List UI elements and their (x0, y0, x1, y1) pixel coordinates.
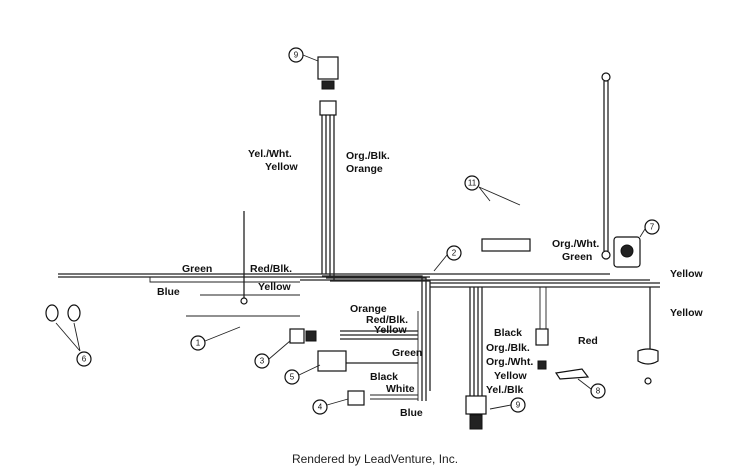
label-white-mid: White (386, 383, 415, 395)
callout-3: 3 (260, 357, 265, 366)
callout-7: 7 (650, 223, 655, 232)
label-blue-bottom: Blue (400, 407, 423, 419)
label-green-mid: Green (392, 347, 422, 359)
label-red-right: Red (578, 335, 598, 347)
right-cable (601, 72, 611, 260)
connector-4 (347, 390, 365, 406)
right-harness (469, 287, 483, 411)
label-red-blk-mid: Red/Blk. (366, 314, 408, 326)
label-green-right: Green (562, 251, 592, 263)
vertical-harness (321, 111, 431, 401)
label-yellow-mid2: Yellow (374, 324, 408, 336)
top-connector (317, 56, 339, 116)
label-yellow-right-bottom: Yellow (670, 307, 704, 319)
callout-4: 4 (318, 403, 323, 412)
label-org-wht-low: Org./Wht. (486, 356, 533, 368)
callout-9-bottom: 9 (516, 401, 521, 410)
label-blue-left: Blue (157, 286, 180, 298)
callouts: 9 11 7 2 1 3 5 4 6 8 9 (76, 47, 660, 415)
label-org-blk-top: Org./Blk. (346, 150, 390, 162)
footer-credit: Rendered by LeadVenture, Inc. (291, 452, 459, 466)
label-yellow-mid: Yellow (258, 281, 292, 293)
lower-right-cable (637, 287, 659, 385)
label-yel-wht: Yel./Wht. (248, 148, 292, 160)
bulbs-6 (45, 304, 81, 352)
relay-component (613, 236, 641, 268)
callout-6: 6 (82, 355, 87, 364)
left-probe (240, 211, 248, 305)
lower-branches (186, 294, 419, 401)
center-bar (481, 238, 531, 252)
callout-2: 2 (452, 249, 457, 258)
label-yellow-low: Yellow (494, 370, 528, 382)
label-yel-blk: Yel./Blk (486, 384, 524, 396)
module-5 (317, 350, 347, 372)
label-green-left: Green (182, 263, 212, 275)
leaders (204, 54, 646, 410)
callout-9-top: 9 (294, 51, 299, 60)
callout-8: 8 (596, 387, 601, 396)
label-black-mid: Black (370, 371, 398, 383)
label-orange-top: Orange (346, 163, 383, 175)
wire-labels: Yel./Wht. Yellow Org./Blk. Orange Green … (157, 148, 704, 419)
label-black-right: Black (494, 327, 522, 339)
label-orange-mid: Orange (350, 303, 387, 315)
bracket-8 (554, 368, 590, 380)
label-org-blk-low: Org./Blk. (486, 342, 530, 354)
label-yellow-right-top: Yellow (670, 268, 704, 280)
callout-11: 11 (468, 179, 477, 188)
label-red-blk: Red/Blk. (250, 263, 292, 275)
label-org-wht-right: Org./Wht. (552, 238, 599, 250)
switch-3 (289, 328, 317, 344)
callout-5: 5 (290, 373, 295, 382)
callout-1: 1 (196, 339, 201, 348)
red-wire-component (535, 287, 549, 370)
label-yellow-top: Yellow (265, 161, 299, 173)
bottom-connector (465, 395, 487, 430)
